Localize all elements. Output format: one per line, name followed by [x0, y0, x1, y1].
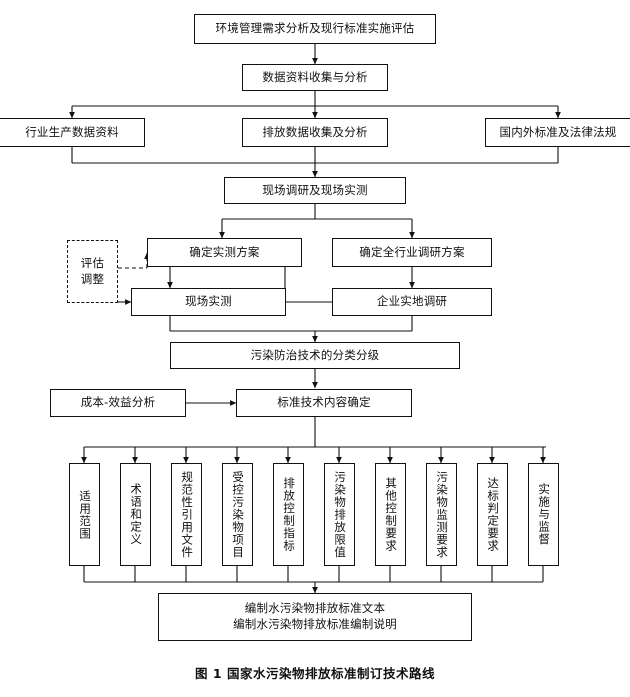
node-standards-and-laws: 国内外标准及法律法规 [485, 118, 630, 147]
column-label: 其他控制要求 [384, 477, 399, 552]
node-emission-data-analysis: 排放数据收集及分析 [242, 118, 388, 147]
column-scope: 适用范围 [69, 463, 100, 566]
node-label: 企业实地调研 [376, 294, 448, 309]
node-label-line1: 评估 [80, 255, 105, 270]
column-label: 术语和定义 [129, 483, 144, 546]
node-draft-standard-text: 编制水污染物排放标准文本 编制水污染物排放标准编制说明 [158, 593, 472, 641]
column-compliance-determination: 达标判定要求 [477, 463, 508, 566]
column-label: 适用范围 [78, 489, 93, 540]
node-enterprise-field-research: 企业实地调研 [332, 288, 492, 316]
node-label: 污染防治技术的分类分级 [250, 347, 380, 362]
column-monitoring-requirements: 污染物监测要求 [426, 463, 457, 566]
node-label: 现场实测 [185, 294, 232, 309]
node-field-survey-and-measurement: 现场调研及现场实测 [224, 177, 406, 204]
column-other-control-requirements: 其他控制要求 [375, 463, 406, 566]
node-pollution-control-tech-classification: 污染防治技术的分类分级 [170, 342, 460, 369]
column-label: 污染物监测要求 [435, 470, 450, 559]
node-label: 确定全行业调研方案 [359, 244, 465, 259]
node-label: 成本-效益分析 [80, 395, 156, 410]
node-on-site-measurement: 现场实测 [131, 288, 286, 316]
node-determine-measurement-plan: 确定实测方案 [147, 238, 302, 267]
column-normative-references: 规范性引用文件 [171, 463, 202, 566]
node-label: 确定实测方案 [189, 244, 260, 259]
node-requirements-analysis: 环境管理需求分析及现行标准实施评估 [194, 14, 436, 44]
node-label: 现场调研及现场实测 [262, 182, 368, 197]
column-controlled-pollutants: 受控污染物项目 [222, 463, 253, 566]
node-label: 排放数据收集及分析 [262, 124, 368, 139]
node-standard-technical-content: 标准技术内容确定 [236, 389, 412, 417]
node-label-line2: 编制水污染物排放标准编制说明 [233, 617, 397, 631]
node-label-line1: 编制水污染物排放标准文本 [244, 601, 386, 616]
node-label: 环境管理需求分析及现行标准实施评估 [215, 21, 415, 36]
node-label-line2: 调整 [80, 271, 105, 286]
column-label: 排放控制指标 [282, 477, 297, 552]
node-label: 数据资料收集与分析 [262, 69, 368, 84]
figure-caption: 图 1 国家水污染物排放标准制订技术路线 [195, 666, 435, 681]
node-label: 标准技术内容确定 [277, 395, 371, 410]
column-label: 达标判定要求 [486, 477, 501, 552]
node-label: 国内外标准及法律法规 [499, 124, 617, 139]
node-assessment-adjustment: 评估 调整 [67, 240, 118, 303]
column-label: 污染物排放限值 [333, 470, 348, 559]
node-cost-benefit-analysis: 成本-效益分析 [50, 389, 186, 417]
column-emission-control-indicators: 排放控制指标 [273, 463, 304, 566]
node-label: 行业生产数据资料 [25, 124, 119, 139]
column-implementation-supervision: 实施与监督 [528, 463, 559, 566]
column-label: 实施与监督 [537, 483, 552, 546]
column-terms-definitions: 术语和定义 [120, 463, 151, 566]
column-label: 受控污染物项目 [231, 470, 246, 559]
column-emission-limits: 污染物排放限值 [324, 463, 355, 566]
node-data-collection: 数据资料收集与分析 [242, 64, 388, 91]
node-industry-production-data: 行业生产数据资料 [0, 118, 145, 147]
column-label: 规范性引用文件 [180, 470, 195, 559]
node-determine-industry-survey-plan: 确定全行业调研方案 [332, 238, 492, 267]
